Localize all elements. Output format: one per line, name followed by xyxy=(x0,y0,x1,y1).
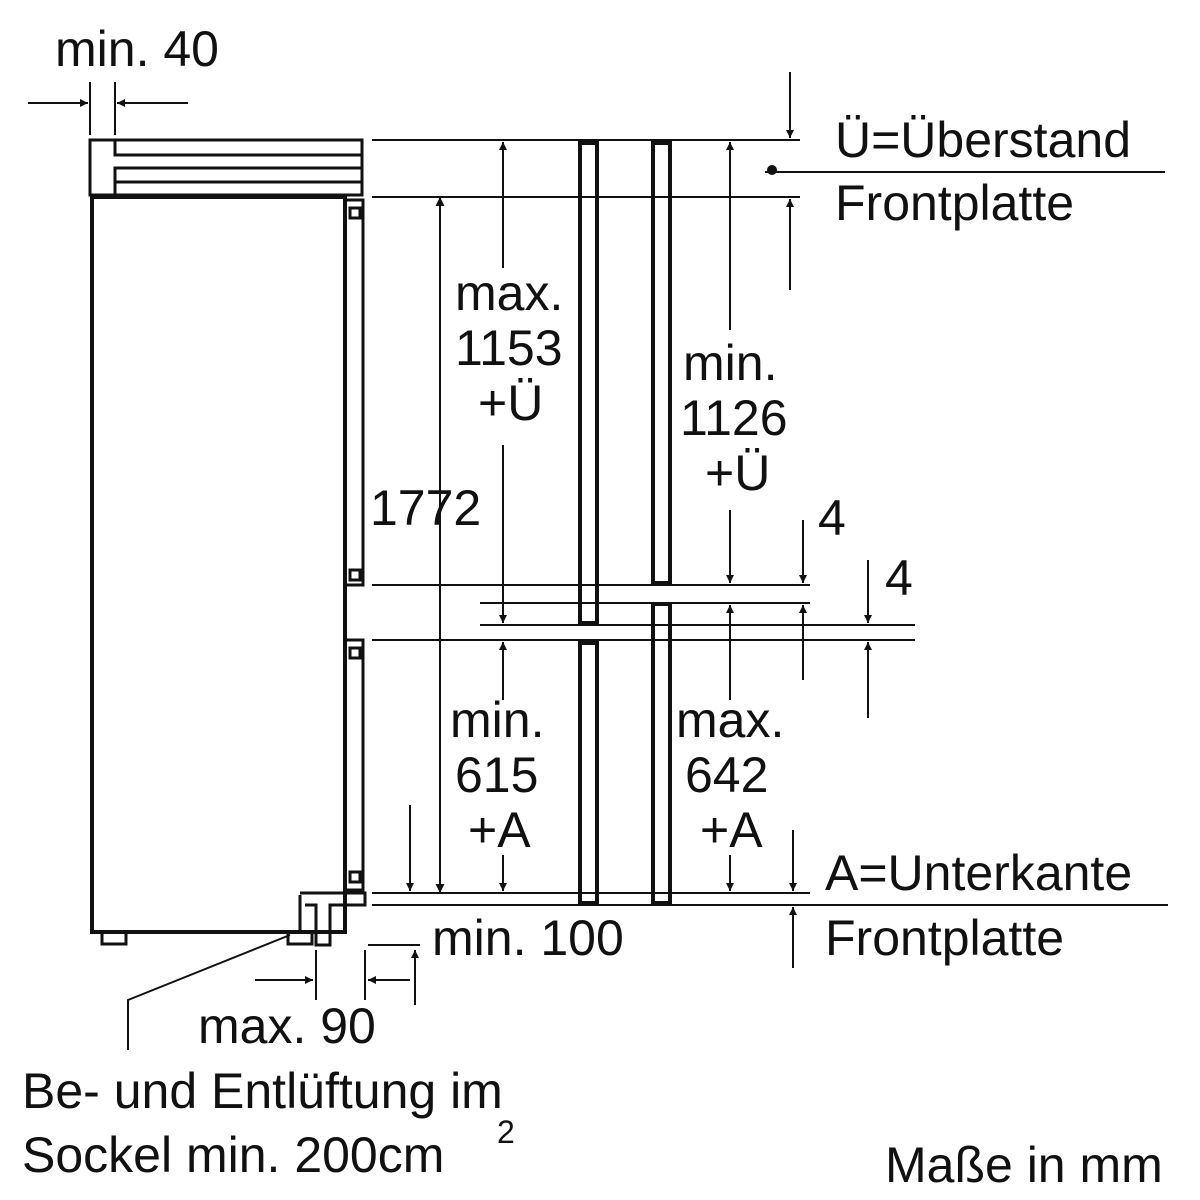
label-units: Maße in mm xyxy=(885,1137,1163,1193)
label-1772: 1772 xyxy=(370,480,481,536)
lower-door-left-panel xyxy=(578,641,599,905)
label-ueberstand: Ü=Überstand xyxy=(835,112,1131,168)
cabinet-top-rail-2 xyxy=(113,166,362,195)
ventilation-leader-line xyxy=(127,934,291,1050)
label-1126-plus-u: +Ü xyxy=(705,445,770,501)
dimension-labels: min. 40 Ü=Überstand Frontplatte max. 115… xyxy=(22,21,1163,1193)
label-1153: 1153 xyxy=(455,320,563,376)
label-ventilation-superscript: 2 xyxy=(497,1114,515,1150)
label-min-40: min. 40 xyxy=(55,21,219,77)
label-max-1153-word: max. xyxy=(455,265,563,321)
label-1126: 1126 xyxy=(680,390,788,446)
label-min-100: min. 100 xyxy=(432,910,624,966)
lower-door-hinge-strip xyxy=(343,638,365,892)
plinth-bracket xyxy=(300,891,367,947)
upper-door-right-panel xyxy=(651,141,672,585)
label-ventilation-line1: Be- und Entlüftung im xyxy=(22,1063,503,1119)
upper-door-left-panel xyxy=(578,141,599,625)
label-615-plus-a: +A xyxy=(468,802,531,858)
dimension-arrows xyxy=(28,72,872,1050)
overhang-marker-dot xyxy=(767,165,777,175)
reference-lines xyxy=(372,139,1168,906)
label-unterkante: A=Unterkante xyxy=(825,845,1132,901)
door-panels xyxy=(578,141,672,905)
appliance-foot-right xyxy=(286,930,314,946)
label-max-642-word: max. xyxy=(676,692,784,748)
label-frontplatte-top: Frontplatte xyxy=(835,175,1074,231)
appliance-foot-left xyxy=(100,930,128,946)
appliance-cabinet xyxy=(88,138,367,947)
label-min-615-word: min. xyxy=(450,692,544,748)
label-ventilation-line2: Sockel min. 200cm xyxy=(22,1127,444,1183)
label-642: 642 xyxy=(685,747,768,803)
label-642-plus-a: +A xyxy=(700,802,763,858)
label-frontplatte-bottom: Frontplatte xyxy=(825,910,1064,966)
label-max-90: max. 90 xyxy=(198,998,376,1054)
label-min-1126-word: min. xyxy=(683,335,777,391)
cabinet-top-rail-1 xyxy=(113,140,362,157)
lower-door-right-panel xyxy=(651,602,672,905)
upper-door-hinge-strip xyxy=(343,198,365,587)
label-1153-plus-u: +Ü xyxy=(478,375,543,431)
label-gap-4-lower: 4 xyxy=(885,550,913,606)
label-gap-4-upper: 4 xyxy=(818,490,846,546)
appliance-body xyxy=(90,195,347,934)
label-615: 615 xyxy=(455,747,538,803)
